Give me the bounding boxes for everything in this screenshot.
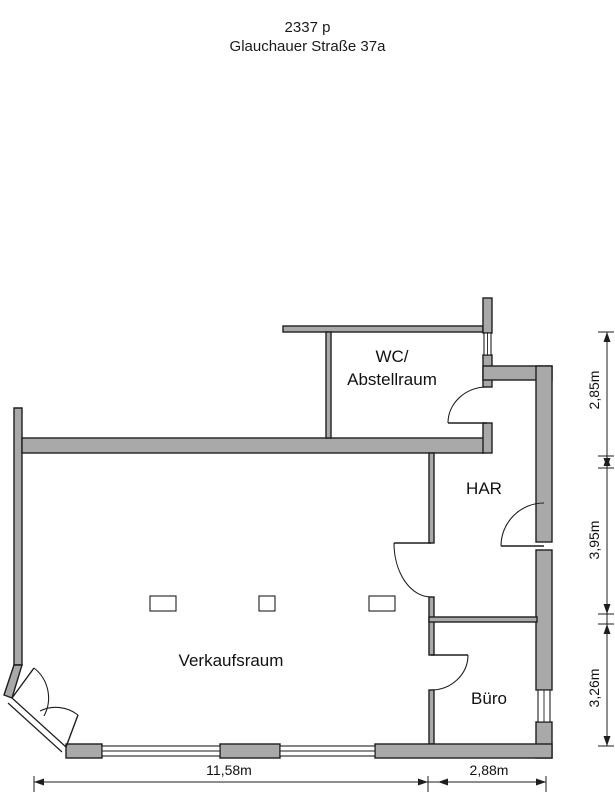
windows (101, 332, 551, 757)
dim-width-side: 2,88m (470, 762, 509, 778)
wall-south-c (374, 743, 553, 759)
plan-header: 2337 p Glauchauer Straße 37a (0, 18, 615, 56)
dimension-bottom: 11,58m 2,88m (33, 762, 547, 792)
wall-har-west-a (428, 452, 435, 544)
object-number: 2337 p (284, 19, 331, 36)
door-wc (447, 386, 488, 424)
walls (3, 297, 553, 759)
skylight-3 (368, 595, 396, 612)
wall-buero-west (428, 689, 435, 745)
door-entrance (7, 667, 79, 753)
dim-height-wc: 2,85m (586, 371, 602, 410)
wall-wc-left (325, 331, 332, 439)
door-har-east (500, 502, 545, 547)
wall-south-b (219, 743, 281, 759)
room-label-verkaufsraum: Verkaufsraum (179, 651, 284, 670)
wall-east-upper (535, 365, 553, 543)
dim-height-har: 3,95m (586, 521, 602, 560)
skylight-1 (149, 595, 177, 612)
wall-har-buero (428, 616, 538, 623)
dim-width-main: 11,58m (206, 762, 252, 778)
wall-south-a (65, 743, 103, 759)
room-label-abstellraum: Abstellraum (347, 370, 437, 389)
room-label-har: HAR (466, 479, 502, 498)
wall-left (13, 407, 23, 666)
wall-wc-top (282, 325, 484, 333)
wall-north-main (21, 437, 485, 454)
door-buero (430, 654, 469, 691)
doors (7, 386, 545, 753)
door-har-west (393, 542, 432, 598)
wall-har-west-b (428, 596, 435, 656)
wall-post-top (482, 297, 493, 334)
room-label-wc: WC/ (375, 347, 408, 366)
skylight-2 (258, 595, 276, 612)
wall-east-middle (535, 549, 553, 691)
room-label-buero: Büro (471, 689, 507, 708)
address: Glauchauer Straße 37a (229, 38, 386, 55)
dimension-right: 2,85m 3,95m 3,26m (586, 331, 614, 747)
dim-height-buero: 3,26m (586, 669, 602, 708)
wall-wc-right-b (482, 422, 493, 454)
wall-left-corner (3, 664, 23, 699)
